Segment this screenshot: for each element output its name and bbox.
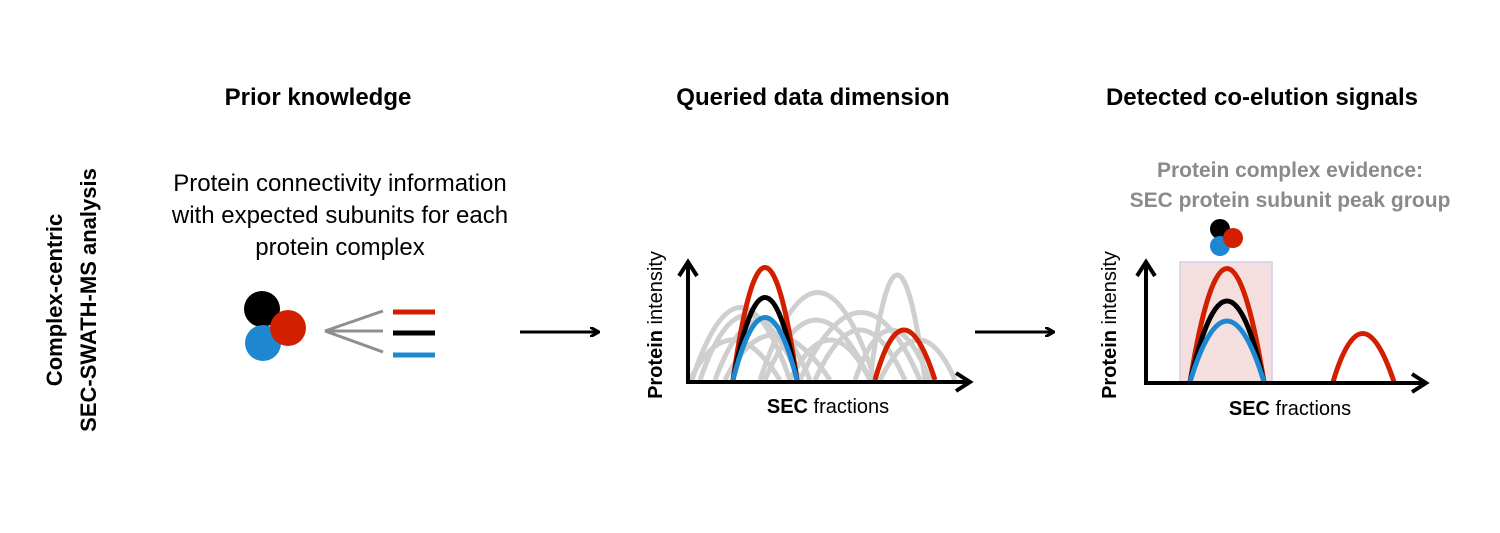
y-axis-label: Protein intensity: [1099, 251, 1121, 399]
x-axis-label: SEC fractions: [767, 396, 889, 418]
protein-complex-icon: [244, 291, 306, 361]
description-line: protein complex: [255, 234, 424, 261]
evidence-line: SEC protein subunit peak group: [1130, 189, 1451, 212]
x-axis-label: SEC fractions: [1229, 398, 1351, 420]
description-line: Protein connectivity information: [173, 170, 507, 197]
panel-detected-signals: Detected co-elution signals Protein comp…: [1099, 84, 1450, 420]
side-label-line1: Complex-centric: [42, 214, 67, 386]
description-line: with expected subunits for each: [171, 202, 508, 229]
panel-title: Queried data dimension: [676, 84, 949, 111]
panel-title: Detected co-elution signals: [1106, 84, 1418, 111]
side-label: Complex-centric SEC-SWATH-MS analysis: [42, 168, 101, 432]
panel-queried-data: Queried data dimension Protein intensity…: [645, 84, 974, 418]
complex-peaks: [1187, 266, 1397, 383]
panel-title: Prior knowledge: [225, 84, 412, 111]
connectivity-lines: [324, 309, 384, 354]
panel-prior-knowledge: Prior knowledge Protein connectivity inf…: [171, 84, 508, 361]
evidence-line: Protein complex evidence:: [1157, 159, 1423, 182]
subunit-bars: [393, 309, 435, 358]
complex-peaks: [730, 265, 938, 381]
y-axis-label: Protein intensity: [645, 251, 667, 399]
background-peaks: [687, 272, 958, 382]
protein-complex-icon: [1210, 219, 1243, 256]
side-label-line2: SEC-SWATH-MS analysis: [76, 168, 101, 432]
